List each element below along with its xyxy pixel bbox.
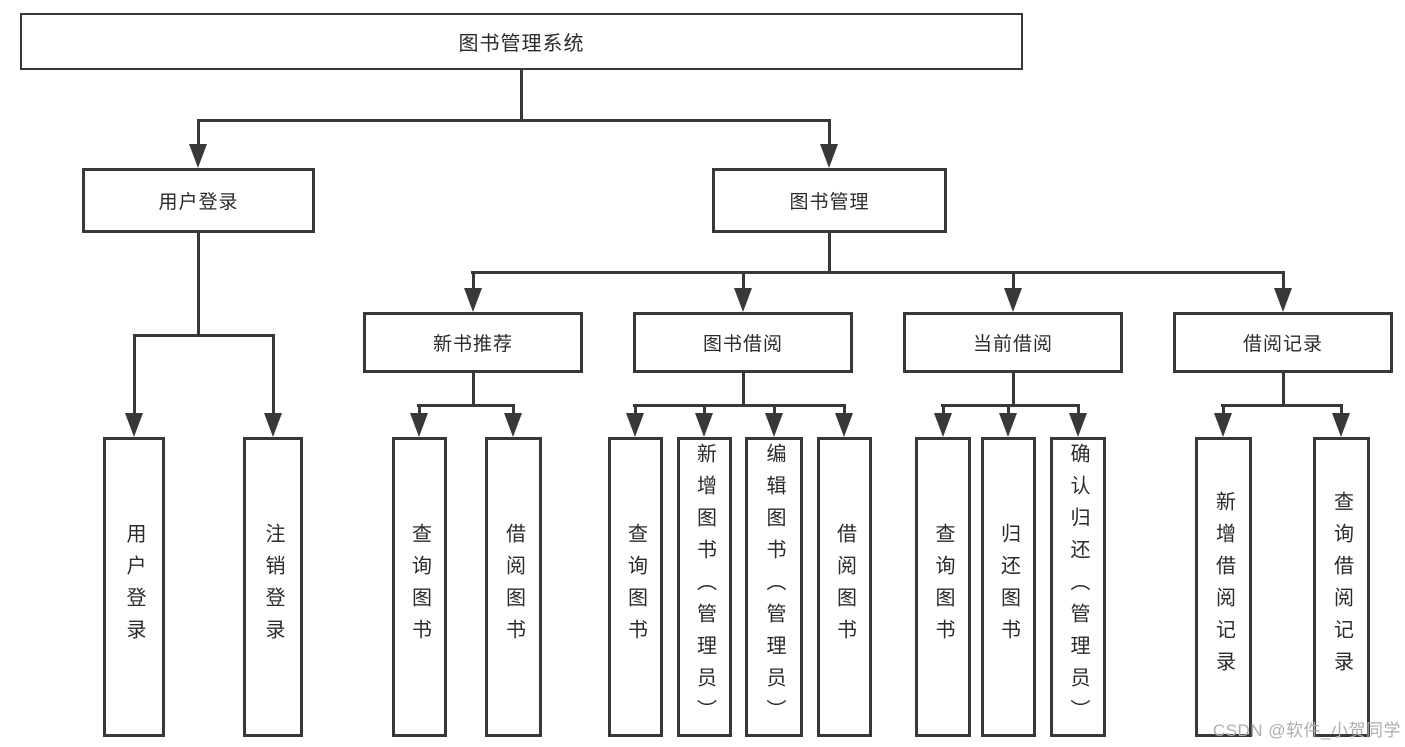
- book-management-connector-line: [471, 271, 1285, 274]
- book-borrow-connector-line: [773, 404, 776, 415]
- arrow-down-icon: [1332, 413, 1350, 437]
- borrow-record-connector-line: [1221, 404, 1343, 407]
- arrow-down-icon: [189, 144, 207, 168]
- arrow-down-icon: [765, 413, 783, 437]
- leaf-cb-return-book: 归还图书: [981, 437, 1036, 737]
- book-borrow-connector-line: [703, 404, 706, 415]
- arrow-down-icon: [934, 413, 952, 437]
- leaf-logout-login: 注销登录: [243, 437, 303, 737]
- current-borrow-connector-line: [942, 404, 945, 415]
- root-connector-line: [197, 119, 200, 147]
- leaf-nb-borrow-book: 借阅图书: [485, 437, 542, 737]
- watermark: CSDN @软件_小贺同学: [1212, 721, 1401, 740]
- arrow-down-icon: [264, 413, 282, 437]
- node-borrow-record: 借阅记录: [1173, 312, 1393, 373]
- leaf-nb-query-book: 查询图书: [392, 437, 447, 737]
- current-borrow-connector-line: [1007, 404, 1010, 415]
- node-new-book-recommend: 新书推荐: [363, 312, 583, 373]
- leaf-cb-query-book: 查询图书: [915, 437, 971, 737]
- node-library-management-system: 图书管理系统: [20, 13, 1023, 70]
- arrow-down-icon: [820, 144, 838, 168]
- book-management-connector-line: [1282, 271, 1285, 291]
- arrow-down-icon: [626, 413, 644, 437]
- arrow-down-icon: [1214, 413, 1232, 437]
- book-borrow-connector-line: [843, 404, 846, 415]
- arrow-down-icon: [835, 413, 853, 437]
- borrow-record-connector-line: [1340, 404, 1343, 415]
- book-management-connector-line: [742, 271, 745, 291]
- arrow-down-icon: [410, 413, 428, 437]
- new-book-connector-line: [512, 404, 515, 415]
- arrow-down-icon: [734, 288, 752, 312]
- current-borrow-connector-line: [1077, 404, 1080, 415]
- new-book-connector-line: [472, 373, 475, 406]
- leaf-bb-add-book-admin: 新增图书（管理员）: [677, 437, 732, 737]
- leaf-br-query-record: 查询借阅记录: [1313, 437, 1370, 737]
- leaf-br-add-record: 新增借阅记录: [1195, 437, 1252, 737]
- user-login-connector-line: [133, 334, 275, 337]
- new-book-connector-line: [417, 404, 515, 407]
- leaf-bb-borrow-book: 借阅图书: [817, 437, 872, 737]
- arrow-down-icon: [1274, 288, 1292, 312]
- arrow-down-icon: [464, 288, 482, 312]
- borrow-record-connector-line: [1282, 373, 1285, 406]
- book-borrow-connector-line: [742, 373, 745, 406]
- book-management-connector-line: [1012, 271, 1015, 291]
- arrow-down-icon: [1004, 288, 1022, 312]
- node-current-borrow: 当前借阅: [903, 312, 1123, 373]
- user-login-connector-line: [272, 334, 275, 413]
- node-book-borrow: 图书借阅: [633, 312, 853, 373]
- root-connector-line: [828, 119, 831, 147]
- current-borrow-connector-line: [1012, 373, 1015, 406]
- leaf-cb-confirm-return-admin: 确认归还（管理员）: [1050, 437, 1106, 737]
- arrow-down-icon: [1069, 413, 1087, 437]
- current-borrow-connector-line: [941, 404, 1080, 407]
- node-book-management: 图书管理: [712, 168, 947, 233]
- arrow-down-icon: [125, 413, 143, 437]
- book-borrow-connector-line: [633, 404, 846, 407]
- book-management-connector-line: [472, 271, 475, 291]
- root-connector-line: [520, 70, 523, 120]
- borrow-record-connector-line: [1222, 404, 1225, 415]
- user-login-connector-line: [133, 334, 136, 413]
- book-borrow-connector-line: [634, 404, 637, 415]
- new-book-connector-line: [418, 404, 421, 415]
- leaf-bb-edit-book-admin: 编辑图书（管理员）: [745, 437, 803, 737]
- arrow-down-icon: [999, 413, 1017, 437]
- arrow-down-icon: [504, 413, 522, 437]
- root-connector-line: [197, 119, 831, 122]
- book-management-connector-line: [828, 233, 831, 272]
- node-user-login: 用户登录: [82, 168, 315, 233]
- arrow-down-icon: [695, 413, 713, 437]
- user-login-connector-line: [197, 233, 200, 335]
- leaf-user-login: 用户登录: [103, 437, 165, 737]
- leaf-bb-query-book: 查询图书: [608, 437, 663, 737]
